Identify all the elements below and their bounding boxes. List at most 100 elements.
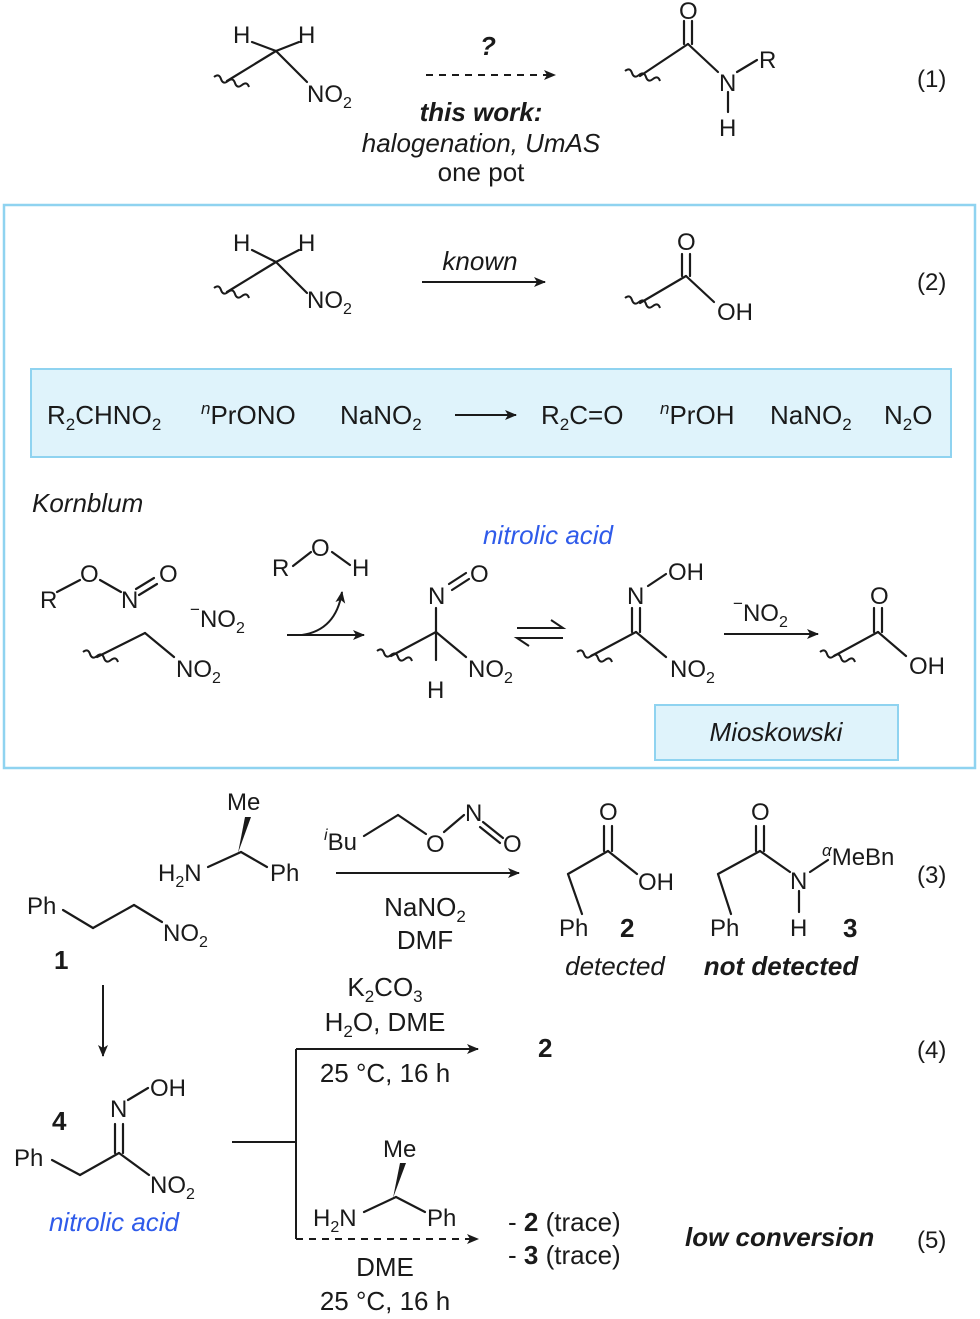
equation-4: K2CO3 H2O, DME 25 °C, 16 h 2 (4): [232, 972, 946, 1239]
equation-2: H H NO2 known O OH (2): [213, 229, 946, 326]
reagent-sodium-nitrite: NaNO2: [384, 892, 466, 926]
product-sodium-nitrite: NaNO2: [770, 400, 852, 434]
nitro-group: NO2: [150, 1172, 195, 1203]
equation-number: (3): [917, 862, 946, 889]
nitrogen-atom: N: [465, 800, 482, 827]
product-nitrous-oxide: N2O: [884, 400, 932, 434]
nitrogen-atom: N: [790, 868, 807, 895]
oxygen-atom: O: [599, 799, 618, 826]
nitrolic-acid-label: nitrolic acid: [49, 1207, 181, 1237]
compound-number: 2: [620, 913, 634, 943]
curved-arrow: [301, 591, 346, 636]
h-atom: H: [233, 22, 250, 49]
r-group: R: [759, 47, 776, 74]
nitrogen-atom: N: [121, 587, 138, 614]
equilibrium-arrow: [517, 619, 567, 629]
known-chemistry-box: [2, 203, 977, 770]
nitro-group: NO2: [307, 287, 352, 318]
h-atom: H: [790, 915, 807, 942]
hydroxyl-group: OH: [150, 1075, 186, 1102]
amine-group: H2N: [313, 1205, 357, 1236]
nitrogen-atom: N: [719, 70, 736, 97]
nitrite-anion: −NO2: [733, 594, 788, 631]
unknown-label: ?: [480, 31, 496, 61]
equation-number: (4): [917, 1037, 946, 1064]
hydroxyl-group: OH: [668, 559, 704, 586]
oxygen-atom: O: [426, 831, 445, 858]
nitrogen-atom: N: [110, 1096, 127, 1123]
equation-3: Me H2N Ph iBu O N O NaNO2 DMF Ph NO2 1 O…: [27, 789, 946, 981]
balanced-equation: R2CHNO2 nPrONO NaNO2 R2C=O nPrOH NaNO2 N…: [30, 368, 952, 458]
h-atom: H: [233, 230, 250, 257]
equation-number: (5): [917, 1227, 946, 1254]
phenyl-group: Ph: [27, 893, 56, 920]
oxygen-atom: O: [679, 0, 698, 25]
balanced-equation-box: [30, 368, 952, 458]
h-atom: H: [352, 555, 369, 582]
outcome-item: - 2 (trace): [508, 1207, 621, 1237]
reactant-sodium-nitrite: NaNO2: [340, 400, 422, 434]
phenyl-group: Ph: [14, 1145, 43, 1172]
reactant-nitroalkane: R2CHNO2: [47, 400, 161, 434]
mioskowski-label: Mioskowski: [710, 717, 844, 747]
wavy-bond-icon: [576, 649, 613, 663]
nitro-group: NO2: [468, 656, 513, 687]
condition-text: halogenation, UmAS: [362, 128, 601, 158]
hydroxyl-group: OH: [717, 299, 753, 326]
detected-status: detected: [565, 951, 666, 981]
oxygen-atom: O: [503, 831, 522, 858]
phenyl-group: Ph: [559, 915, 588, 942]
oxygen-atom: O: [80, 561, 99, 588]
product-carbonyl: R2C=O: [541, 400, 623, 434]
isobutyl-group: iBu: [324, 827, 357, 856]
methyl-group: Me: [383, 1136, 416, 1163]
kornblum-title: Kornblum: [32, 488, 143, 518]
known-label: known: [442, 246, 517, 276]
reaction-conditions: 25 °C, 16 h: [320, 1058, 450, 1088]
reagent-potassium-carbonate: K2CO3: [347, 972, 422, 1006]
wavy-bond-icon: [213, 285, 250, 299]
nitro-group: NO2: [670, 656, 715, 687]
nitrolic-acid-label: nitrolic acid: [483, 520, 615, 550]
equation-number: (2): [917, 269, 946, 296]
outcome-item: - 3 (trace): [508, 1240, 621, 1270]
wavy-bond-icon: [819, 649, 856, 663]
wedge-bond: [238, 817, 251, 853]
nitrite-anion: −NO2: [190, 600, 245, 637]
kornblum-mechanism: Kornblum nitrolic acid R O N O −NO2 NO2 …: [32, 488, 945, 761]
wavy-bond-icon: [213, 74, 250, 88]
amine-group: H2N: [158, 860, 202, 891]
oxygen-atom: O: [470, 561, 489, 588]
not-detected-status: not detected: [704, 951, 860, 981]
solvent-dme: DME: [356, 1252, 414, 1282]
wedge-bond: [393, 1163, 406, 1198]
oxygen-atom: O: [751, 799, 770, 826]
oxygen-atom: O: [870, 583, 889, 610]
nitro-group: NO2: [307, 81, 352, 112]
reaction-conditions: 25 °C, 16 h: [320, 1286, 450, 1316]
h-atom: H: [298, 22, 315, 49]
low-conversion-label: low conversion: [685, 1222, 874, 1252]
nitrogen-atom: N: [428, 583, 445, 610]
equation-1: H H NO2 ? this work: halogenation, UmAS …: [213, 0, 946, 187]
equation-number: (1): [917, 66, 946, 93]
condition-text: one pot: [438, 157, 526, 187]
compound-number: 4: [52, 1106, 67, 1136]
hydroxyl-group: OH: [909, 653, 945, 680]
solvent-water-dme: H2O, DME: [325, 1007, 446, 1041]
compound-number: 3: [843, 913, 857, 943]
hydroxyl-group: OH: [638, 869, 674, 896]
phenyl-group: Ph: [710, 915, 739, 942]
phenyl-group: Ph: [427, 1205, 456, 1232]
h-atom: H: [298, 230, 315, 257]
oxygen-atom: O: [677, 229, 696, 256]
solvent-dmf: DMF: [397, 925, 453, 955]
methyl-group: Me: [227, 789, 260, 816]
equilibrium-arrow: [513, 637, 563, 647]
this-work-label: this work:: [420, 97, 543, 127]
phenyl-group: Ph: [270, 860, 299, 887]
mioskowski-box: [654, 704, 899, 761]
product-propanol: nPrOH: [660, 399, 734, 430]
r-group: R: [40, 587, 57, 614]
r-group: R: [272, 555, 289, 582]
